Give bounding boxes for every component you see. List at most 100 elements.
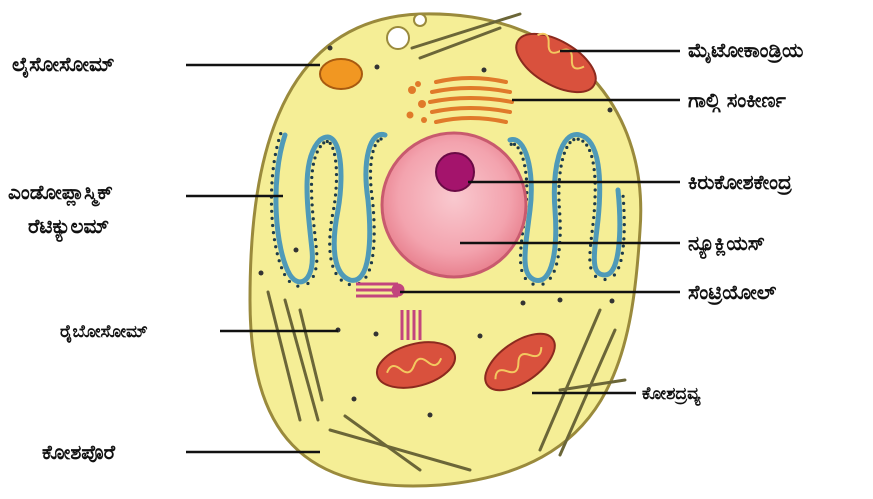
er-ribosome-dot — [310, 190, 313, 193]
er-ribosome-dot — [372, 240, 375, 243]
er-ribosome-dot — [557, 185, 560, 188]
er-ribosome-dot — [559, 165, 562, 168]
label-ribosome: ರೈಬೋಸೋಮ್ — [60, 320, 148, 344]
er-ribosome-dot — [622, 244, 625, 247]
er-ribosome-dot — [322, 141, 325, 144]
er-ribosome-dot — [581, 140, 584, 143]
er-ribosome-dot — [329, 142, 332, 145]
er-ribosome-dot — [334, 159, 337, 162]
er-ribosome-dot — [371, 254, 374, 257]
er-ribosome-dot — [557, 192, 560, 195]
er-ribosome-dot — [314, 238, 317, 241]
er-ribosome-dot — [370, 261, 373, 264]
er-ribosome-dot — [331, 214, 334, 217]
er-ribosome-dot — [335, 173, 338, 176]
er-ribosome-dot — [335, 166, 338, 169]
er-ribosome-dot — [558, 205, 561, 208]
er-ribosome-dot — [333, 153, 336, 156]
label-golgi: ಗಾಲ್ಗಿ ಸಂಕೀರ್ಣ — [688, 88, 786, 112]
er-ribosome-dot — [370, 190, 373, 193]
er-ribosome-dot — [270, 181, 273, 184]
er-ribosome-dot — [519, 246, 522, 249]
er-ribosome-dot — [348, 283, 351, 286]
er-ribosome-dot — [279, 132, 282, 135]
er-ribosome-dot — [588, 251, 591, 254]
er-ribosome-dot — [549, 277, 552, 280]
er-ribosome-dot — [623, 223, 626, 226]
er-ribosome-dot — [371, 204, 374, 207]
er-ribosome-dot — [272, 167, 275, 170]
er-ribosome-dot — [557, 198, 560, 201]
er-ribosome-dot — [593, 195, 596, 198]
er-ribosome-dot — [369, 176, 372, 179]
er-ribosome-dot — [613, 273, 616, 276]
er-ribosome-dot — [593, 209, 596, 212]
er-ribosome-dot — [558, 171, 561, 174]
er-ribosome-dot — [333, 200, 336, 203]
er-ribosome-dot — [622, 237, 625, 240]
label-er-line1: ಎಂಡೋಪ್ಲಾಸ್ಮಿಕ್ — [8, 180, 113, 204]
er-ribosome-dot — [271, 224, 274, 227]
er-ribosome-dot — [525, 184, 528, 187]
er-ribosome-dot — [331, 265, 334, 268]
er-ribosome-dot — [310, 176, 313, 179]
er-ribosome-dot — [273, 238, 276, 241]
er-ribosome-dot — [621, 195, 624, 198]
er-ribosome-dot — [312, 275, 315, 278]
er-ribosome-dot — [565, 146, 568, 149]
er-ribosome-dot — [373, 144, 376, 147]
er-ribosome-dot — [592, 161, 595, 164]
er-ribosome-dot — [278, 259, 281, 262]
er-ribosome-dot — [591, 223, 594, 226]
er-ribosome-dot — [311, 210, 314, 213]
er-ribosome-dot — [519, 254, 522, 257]
er-ribosome-dot — [372, 247, 375, 250]
er-ribosome-dot — [622, 202, 625, 205]
er-ribosome-dot — [311, 169, 314, 172]
er-ribosome-dot — [593, 175, 596, 178]
label-nucleus: ನ್ಯೂಕ್ಲಿಯಸ್ — [688, 231, 765, 255]
er-ribosome-dot — [379, 137, 382, 140]
er-ribosome-dot — [559, 234, 562, 237]
er-ribosome-dot — [603, 278, 606, 281]
er-ribosome-dot — [519, 152, 522, 155]
vacuole — [387, 27, 409, 49]
er-ribosome-dot — [313, 156, 316, 159]
er-ribosome-dot — [270, 210, 273, 213]
er-ribosome-dot — [594, 275, 597, 278]
er-ribosome-dot — [369, 183, 372, 186]
er-ribosome-dot — [513, 143, 516, 146]
er-ribosome-dot — [594, 188, 597, 191]
er-ribosome-dot — [276, 252, 279, 255]
er-ribosome-dot — [335, 180, 338, 183]
er-ribosome-dot — [619, 259, 622, 262]
er-ribosome-dot — [519, 261, 522, 264]
er-ribosome-dot — [270, 188, 273, 191]
er-ribosome-dot — [553, 270, 556, 273]
er-ribosome-dot — [312, 224, 315, 227]
er-ribosome-dot — [577, 138, 580, 141]
er-ribosome-dot — [591, 230, 594, 233]
lysosome-shape — [320, 59, 362, 89]
er-ribosome-dot — [314, 267, 317, 270]
er-ribosome-dot — [558, 212, 561, 215]
label-centriole: ಸೆಂಟ್ರಿಯೋಲ್ — [688, 280, 776, 304]
er-ribosome-dot — [617, 266, 620, 269]
er-ribosome-dot — [315, 252, 318, 255]
er-ribosome-dot — [555, 262, 558, 265]
er-ribosome-dot — [280, 266, 283, 269]
er-ribosome-dot — [270, 217, 273, 220]
er-ribosome-dot — [525, 177, 528, 180]
er-ribosome-dot — [283, 273, 286, 276]
er-ribosome-dot — [568, 141, 571, 144]
er-ribosome-dot — [369, 170, 372, 173]
er-ribosome-dot — [315, 260, 318, 263]
er-ribosome-dot — [328, 235, 331, 238]
er-ribosome-dot — [520, 269, 523, 272]
label-cell-membrane: ಕೋಶಪೊರೆ — [42, 440, 115, 464]
er-ribosome-dot — [623, 230, 626, 233]
er-ribosome-dot — [330, 221, 333, 224]
er-ribosome-dot — [328, 243, 331, 246]
er-ribosome-dot — [590, 155, 593, 158]
